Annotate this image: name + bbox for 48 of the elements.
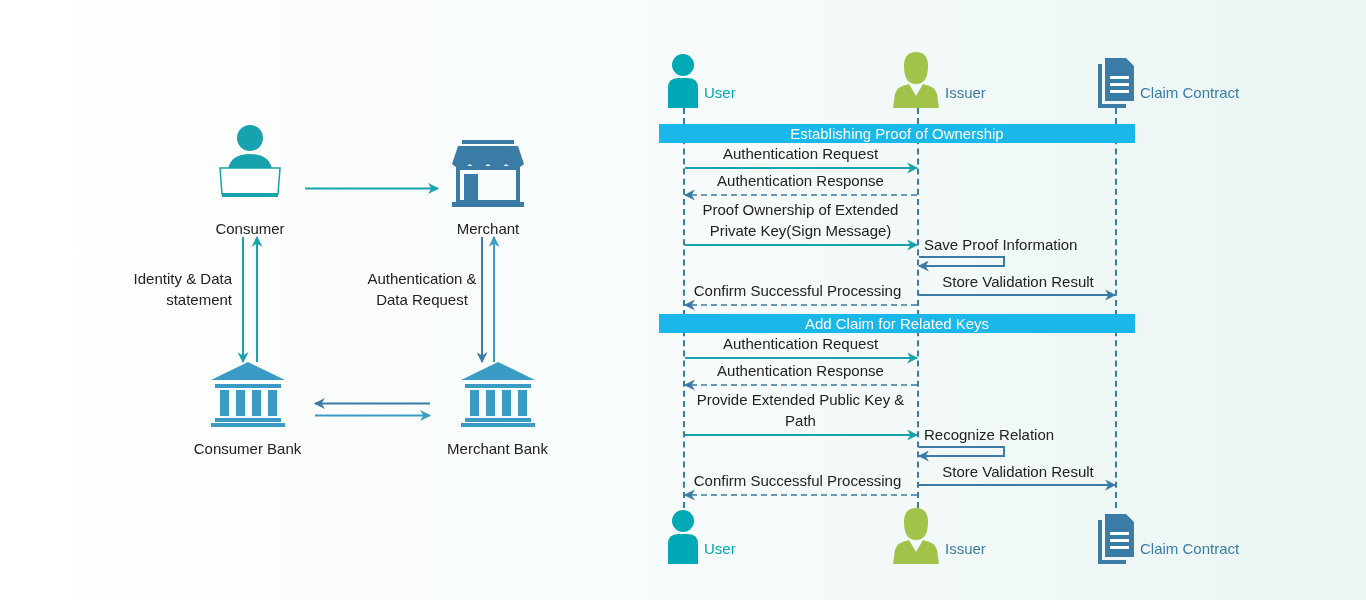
node-label: Issuer: [945, 540, 986, 557]
edge-label: Provide Extended Public Key & Path: [695, 390, 906, 431]
self-message-arrow: [917, 256, 1005, 272]
arrow: [684, 429, 919, 441]
edge-label: Authentication Request: [721, 144, 880, 164]
node-label: Consumer: [214, 220, 286, 237]
arrow: [683, 189, 918, 201]
edge-label: Recognize Relation: [924, 425, 1056, 445]
arrow: [237, 236, 249, 364]
lifeline: [917, 108, 919, 508]
arrow: [304, 183, 440, 194]
arrow: [476, 236, 488, 364]
self-message-arrow: [917, 446, 1005, 462]
edge-label: Save Proof Information: [924, 235, 1079, 255]
node-label: Claim Contract: [1140, 540, 1240, 557]
edge-label: Authentication & Data Request: [366, 269, 478, 310]
arrow: [488, 235, 500, 363]
arrow: [684, 162, 919, 174]
arrow: [251, 235, 263, 363]
section-banner: Establishing Proof of Ownership: [659, 124, 1135, 143]
edge-label: Store Validation Result: [941, 272, 1095, 292]
arrow: [918, 479, 1117, 491]
edge-label: Confirm Successful Processing: [692, 471, 903, 491]
arrow: [683, 489, 918, 501]
arrow: [918, 289, 1117, 301]
edge-label: Confirm Successful Processing: [692, 281, 903, 301]
node-label: Consumer Bank: [192, 440, 303, 457]
arrow: [683, 379, 918, 391]
lifeline: [683, 108, 685, 508]
arrow: [684, 239, 919, 251]
section-banner: Add Claim for Related Keys: [659, 314, 1135, 333]
lifeline: [1115, 108, 1117, 508]
edge-label: Authentication Request: [721, 334, 880, 354]
arrow: [684, 352, 919, 364]
edge-label: Store Validation Result: [941, 462, 1095, 482]
arrow: [313, 398, 431, 409]
node-label: Issuer: [945, 84, 986, 101]
arrow: [683, 299, 918, 311]
edge-label: Authentication Response: [716, 171, 885, 191]
node-label: Merchant: [455, 220, 521, 237]
node-label: Merchant Bank: [446, 440, 549, 457]
edge-label: Identity & Data statement: [132, 269, 232, 310]
arrow: [314, 410, 432, 421]
edge-label: Authentication Response: [716, 361, 885, 381]
edge-label: Proof Ownership of Extended Private Key(Sign Message): [701, 200, 900, 241]
node-label: Claim Contract: [1140, 84, 1240, 101]
node-label: User: [704, 84, 736, 101]
node-label: User: [704, 540, 736, 557]
